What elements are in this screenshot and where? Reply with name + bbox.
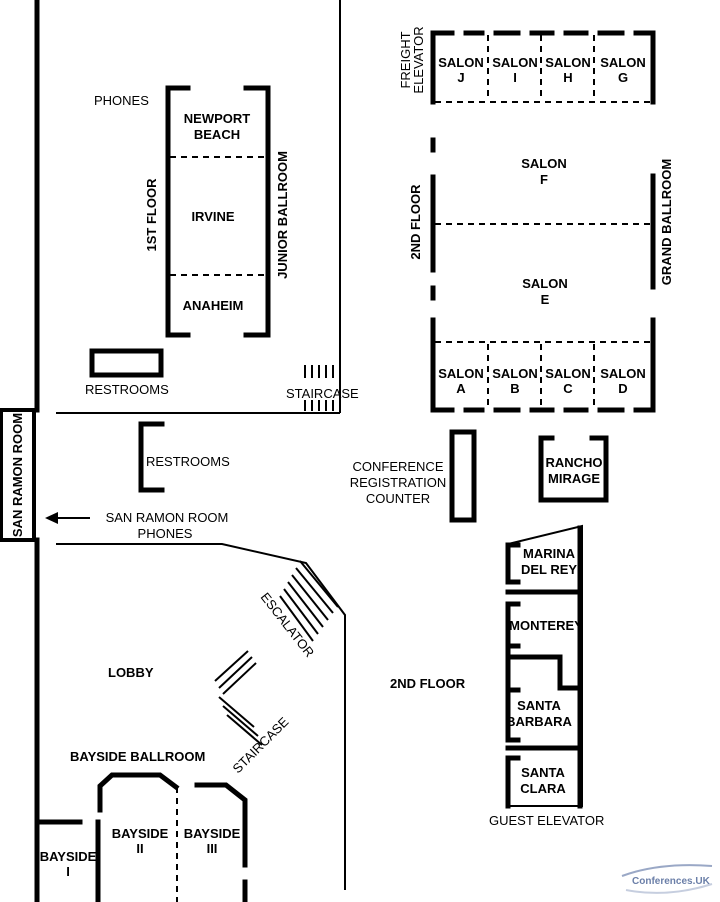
staircase-top-label: STAIRCASE — [286, 386, 359, 401]
freight-elevator-label: FREIGHTELEVATOR — [398, 26, 426, 93]
grand-ballroom — [430, 30, 656, 413]
room-anaheim[interactable]: ANAHEIM — [183, 298, 244, 313]
phones-label: PHONES — [94, 93, 149, 108]
san-ramon-room[interactable]: SAN RAMON ROOM — [0, 408, 36, 542]
escalator-label: ESCALATOR — [258, 590, 318, 660]
restrooms-top-label: RESTROOMS — [85, 382, 169, 397]
room-rancho-mirage-walls — [538, 435, 609, 503]
arrow-left-icon — [45, 512, 90, 524]
registration-counter[interactable] — [449, 429, 477, 523]
restrooms-top[interactable] — [89, 348, 164, 378]
second-floor-vertical-label: 2ND FLOOR — [408, 184, 423, 260]
bayside-ballroom-label: BAYSIDE BALLROOM — [70, 749, 205, 764]
guest-elevator-label: GUEST ELEVATOR — [489, 813, 604, 828]
watermark-text: Conferences.UK — [632, 876, 711, 887]
conferences-uk-logo: Conferences.UK — [621, 864, 713, 894]
staircase-top[interactable] — [304, 365, 341, 411]
staircase-bottom[interactable] — [214, 650, 263, 746]
first-floor-label: 1ST FLOOR — [144, 178, 159, 252]
staircase-bottom-label: STAIRCASE — [230, 714, 292, 776]
room-irvine[interactable]: IRVINE — [191, 209, 234, 224]
lobby-label: LOBBY — [108, 665, 154, 680]
escalator[interactable] — [279, 560, 339, 642]
restrooms-mid[interactable] — [138, 421, 165, 493]
san-ramon-room-label: SAN RAMON ROOM — [10, 413, 25, 537]
restrooms-mid-label: RESTROOMS — [146, 454, 230, 469]
meeting-rooms-stack — [505, 524, 583, 809]
room-monterey[interactable]: MONTEREY — [509, 618, 583, 633]
junior-ballroom-label: JUNIOR BALLROOM — [275, 151, 290, 279]
second-floor-label: 2ND FLOOR — [390, 676, 466, 691]
bayside-ballroom — [97, 772, 248, 902]
grand-ballroom-label: GRAND BALLROOM — [659, 159, 674, 285]
building-walls — [34, 0, 346, 902]
